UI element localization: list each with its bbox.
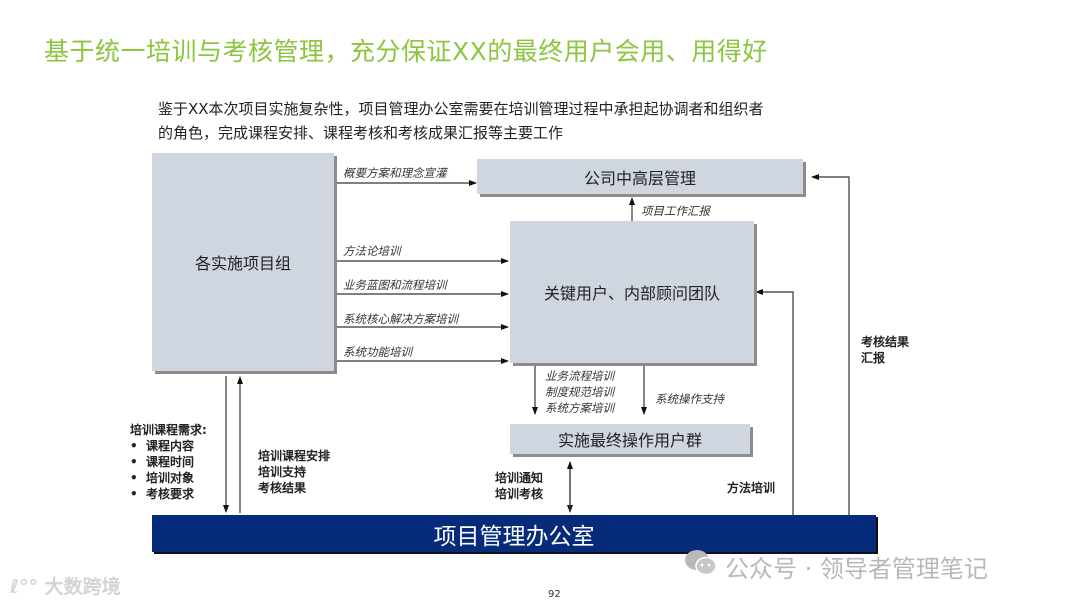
- end-users-label: 实施最终操作用户群: [557, 431, 702, 450]
- requirement-item: • 课程时间: [130, 455, 195, 469]
- page-number: 92: [548, 589, 561, 600]
- brand-watermark: ℓ°° 大数跨境: [10, 576, 121, 598]
- wechat-watermark: 公众号 · 领导者管理笔记: [683, 548, 988, 584]
- senior-mgmt-box: 公司中高层管理: [477, 159, 803, 194]
- requirement-item: • 课程内容: [130, 439, 195, 453]
- requirement-item: • 考核要求: [130, 487, 195, 501]
- requirement-item: • 培训对象: [130, 471, 195, 485]
- label-downstream-training: 业务流程培训 制度规范培训 系统方案培训: [545, 369, 614, 415]
- brand-logo-icon: ℓ°°: [10, 576, 38, 598]
- label-operation-support: 系统操作支持: [655, 392, 724, 406]
- senior-mgmt-label: 公司中高层管理: [583, 168, 696, 188]
- label-work-report: 项目工作汇报: [641, 204, 710, 218]
- key-users-box: 关键用户、内部顾问团队: [510, 221, 754, 363]
- label-method-training: 方法培训: [727, 481, 776, 495]
- intro-text: 鉴于XX本次项目实施复杂性，项目管理办公室需要在培训管理过程中承担起协调者和组织…: [158, 97, 898, 145]
- label-notice: 培训通知 培训考核: [495, 471, 544, 501]
- label-methodology: 方法论培训: [343, 244, 401, 258]
- intro-line-2: 的角色，完成课程安排、课程考核和考核成果汇报等主要工作: [158, 124, 564, 142]
- project-groups-box: 各实施项目组: [152, 153, 334, 371]
- label-blueprint: 业务蓝图和流程培训: [343, 278, 447, 292]
- label-overview: 概要方案和理念宣灌: [343, 166, 447, 180]
- pmo-label: 项目管理办公室: [433, 523, 595, 550]
- key-users-label: 关键用户、内部顾问团队: [543, 284, 720, 303]
- page-title: 基于统一培训与考核管理，充分保证XX的最终用户会用、用得好: [44, 37, 768, 66]
- pmo-box: 项目管理办公室: [152, 515, 876, 552]
- label-requirements: 培训课程需求: • 课程内容 • 课程时间 • 培训对象 • 考核要求: [130, 423, 207, 501]
- label-assessment-report: 考核结果 汇报: [861, 335, 910, 365]
- label-schedule: 培训课程安排 培训支持 考核结果: [258, 449, 331, 495]
- wechat-icon: [683, 548, 719, 584]
- end-users-box: 实施最终操作用户群: [510, 424, 750, 454]
- label-core-solution: 系统核心解决方案培训: [343, 312, 458, 326]
- label-function: 系统功能培训: [343, 345, 412, 359]
- project-groups-label: 各实施项目组: [194, 254, 291, 273]
- intro-line-1: 鉴于XX本次项目实施复杂性，项目管理办公室需要在培训管理过程中承担起协调者和组织…: [158, 100, 764, 118]
